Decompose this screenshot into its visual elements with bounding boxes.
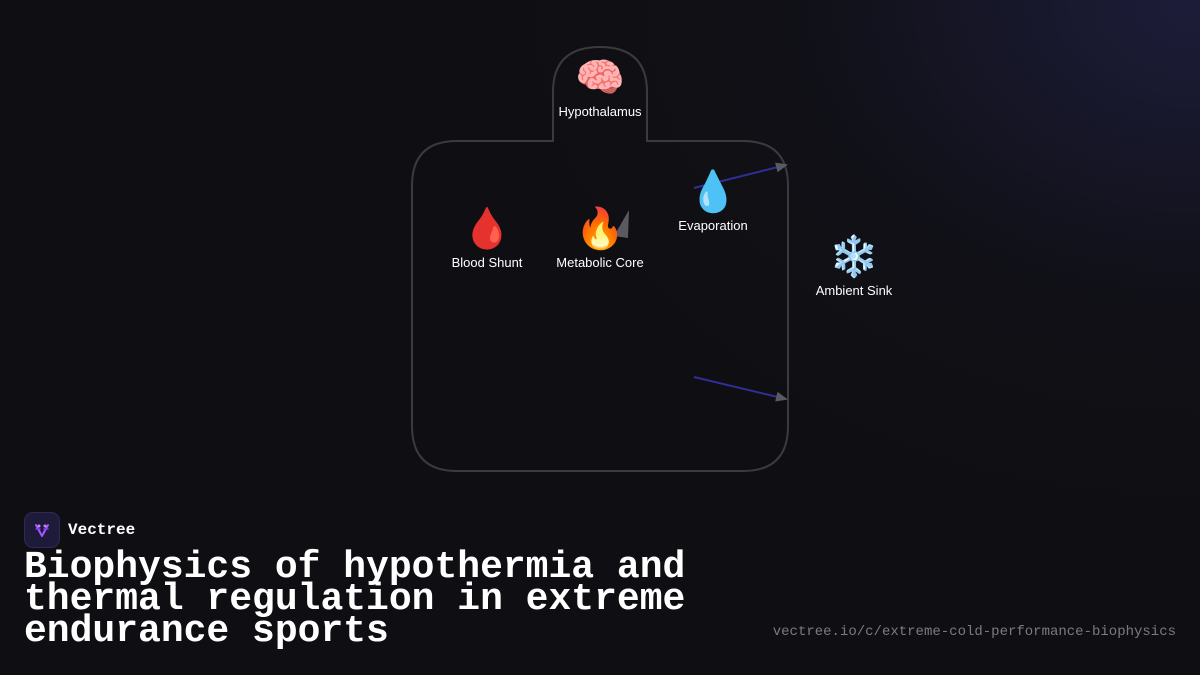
arrow-head-core <box>614 210 629 238</box>
node-label: Blood Shunt <box>451 255 523 270</box>
page-url[interactable]: vectree.io/c/extreme-cold-performance-bi… <box>772 624 1176 640</box>
droplet-icon: 💧 <box>688 169 738 215</box>
brain-icon: 🧠 <box>575 55 625 101</box>
page-title: Biophysics of hypothermia and thermal re… <box>24 546 686 653</box>
node-ambient-sink: ❄️ Ambient Sink <box>816 235 893 298</box>
brand-name: Vectree <box>68 521 136 539</box>
brand: Vectree <box>24 512 135 548</box>
snowflake-icon: ❄️ <box>829 234 879 280</box>
node-label: Ambient Sink <box>815 283 893 298</box>
vectree-logo-icon <box>24 512 60 548</box>
node-hypothalamus: 🧠 Hypothalamus <box>558 56 641 119</box>
node-blood-shunt: 🩸 Blood Shunt <box>452 207 523 270</box>
fire-icon: 🔥 <box>575 206 625 252</box>
node-label: Evaporation <box>678 218 748 233</box>
node-evaporation: 💧 Evaporation <box>678 170 747 233</box>
node-metabolic-core: 🔥 Metabolic Core <box>556 207 643 270</box>
blood-drop-icon: 🩸 <box>462 206 512 252</box>
node-label: Hypothalamus <box>558 104 642 119</box>
body-outline <box>411 45 789 472</box>
node-label: Metabolic Core <box>556 255 644 270</box>
arrow-evaporation-to-ambient <box>693 162 788 189</box>
arrow-core-to-ambient <box>693 376 788 402</box>
